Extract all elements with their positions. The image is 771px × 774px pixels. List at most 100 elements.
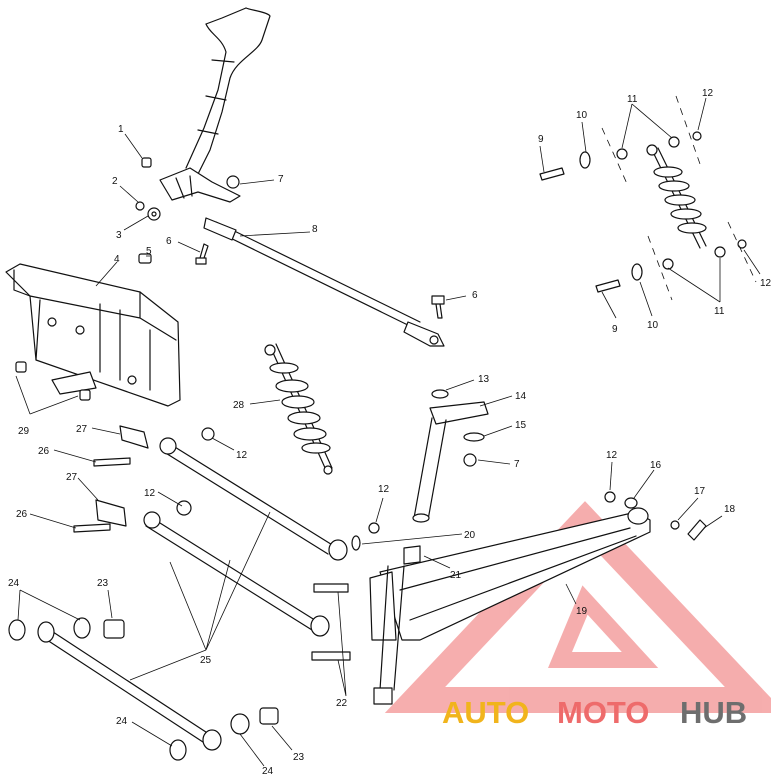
bracket-27a-icon — [119, 425, 149, 449]
callout-12a: 12 — [144, 488, 156, 499]
callout-12e: 12 — [702, 88, 714, 99]
leader-lines — [15, 97, 761, 767]
callout-9a: 9 — [538, 134, 544, 145]
bolt-26b-icon — [73, 523, 111, 533]
nut-12f-icon — [737, 239, 747, 249]
callout-11b: 11 — [714, 306, 725, 317]
callout-21: 21 — [450, 570, 462, 581]
tie-rod — [203, 217, 445, 347]
bolt-9a-icon — [539, 167, 565, 181]
bolt-9b-icon — [595, 279, 621, 293]
nut-7-icon — [226, 175, 240, 189]
callout-5: 5 — [146, 246, 152, 257]
watermark-text: AUTO MOTO HUB — [442, 695, 747, 730]
callout-26: 26 — [38, 446, 50, 457]
spacer-20-icon — [351, 535, 361, 551]
watermark-moto: MOTO — [557, 695, 649, 730]
callout-12c: 12 — [378, 484, 390, 495]
nut-12e-icon — [692, 131, 702, 141]
radius-rod-upper — [159, 437, 348, 561]
spacer-11c-icon — [662, 258, 674, 270]
frame-bracket — [5, 263, 181, 407]
bushing-24b-icon — [73, 617, 91, 639]
spacer-11a-icon — [616, 148, 628, 160]
callout-27b: 27 — [66, 472, 78, 483]
a-arm — [369, 507, 651, 705]
callout-7: 7 — [278, 174, 284, 185]
watermark-hub: HUB — [680, 695, 747, 730]
sleeve-23a-icon — [103, 619, 125, 639]
callout-20: 20 — [464, 530, 476, 541]
washer-10b-icon — [631, 263, 643, 281]
callout-6: 6 — [166, 236, 172, 247]
washer-17-icon — [670, 520, 680, 530]
nut-12b-icon — [368, 522, 380, 534]
callout-12b: 12 — [236, 450, 248, 461]
callout-9b: 9 — [612, 324, 618, 335]
nut-12c-icon — [201, 427, 215, 441]
steering-post — [159, 7, 271, 203]
callout-17: 17 — [694, 486, 706, 497]
shock-absorber-right — [646, 144, 707, 249]
watermark-logo — [384, 501, 771, 713]
washer-15-icon — [463, 432, 485, 442]
callout-25: 25 — [200, 655, 212, 666]
sleeve-23b-icon — [259, 707, 279, 725]
callout-15: 15 — [515, 420, 527, 431]
callout-23a: 23 — [97, 578, 109, 589]
radius-rod-lower — [37, 621, 222, 751]
nut-16-icon — [624, 497, 638, 509]
callout-11a: 11 — [627, 94, 638, 105]
callout-1: 1 — [118, 124, 124, 135]
bolt-1-icon — [141, 157, 152, 168]
bolt-18-icon — [687, 519, 707, 541]
bushing-24a-icon — [8, 619, 26, 641]
callout-27: 27 — [76, 424, 88, 435]
callout-labels: 1 2 3 4 5 6 7 8 6 29 27 26 27 26 12 12 2… — [8, 88, 771, 774]
nut-7b-icon — [463, 453, 477, 467]
callout-2: 2 — [112, 176, 118, 187]
nut-12d-icon — [176, 500, 192, 516]
bracket-27b-icon — [95, 499, 127, 527]
nut-2-icon — [135, 201, 145, 211]
bolt-22a-icon — [313, 583, 349, 593]
watermark-auto: AUTO — [442, 695, 529, 730]
callout-4: 4 — [114, 254, 120, 265]
callout-23b: 23 — [293, 752, 305, 763]
callout-24c: 24 — [262, 766, 274, 774]
callout-3: 3 — [116, 230, 122, 241]
callout-26b: 26 — [16, 509, 28, 520]
radius-rod-middle — [143, 511, 330, 637]
washer-10a-icon — [579, 151, 591, 169]
callout-10a: 10 — [576, 110, 588, 121]
bolt-29a-icon — [15, 361, 27, 373]
callout-13: 13 — [478, 374, 490, 385]
shock-absorber-left — [264, 343, 333, 475]
callout-12d: 12 — [606, 450, 618, 461]
axis-lines — [601, 95, 757, 301]
callout-24b: 24 — [116, 716, 128, 727]
callout-12f: 12 — [760, 278, 771, 289]
bolt-26a-icon — [93, 457, 131, 467]
callout-19: 19 — [576, 606, 588, 617]
callout-8: 8 — [312, 224, 318, 235]
bolt-6b-icon — [431, 295, 445, 319]
bolt-22b-icon — [311, 651, 351, 661]
washer-3-icon — [147, 207, 161, 221]
callout-7b: 7 — [514, 459, 520, 470]
callout-16: 16 — [650, 460, 662, 471]
bushing-24d-icon — [230, 713, 250, 735]
bolt-6-icon — [195, 243, 209, 265]
bolt-29b-icon — [79, 389, 91, 401]
callout-14: 14 — [515, 391, 527, 402]
callout-24a: 24 — [8, 578, 20, 589]
spacer-11b-icon — [668, 136, 680, 148]
callout-29: 29 — [18, 426, 30, 437]
bushing-24c-icon — [169, 739, 187, 761]
callout-10b: 10 — [647, 320, 659, 331]
spindle-arm — [412, 389, 489, 523]
spacer-11d-icon — [714, 246, 726, 258]
nut-12a-icon — [604, 491, 616, 503]
callout-6b: 6 — [472, 290, 478, 301]
